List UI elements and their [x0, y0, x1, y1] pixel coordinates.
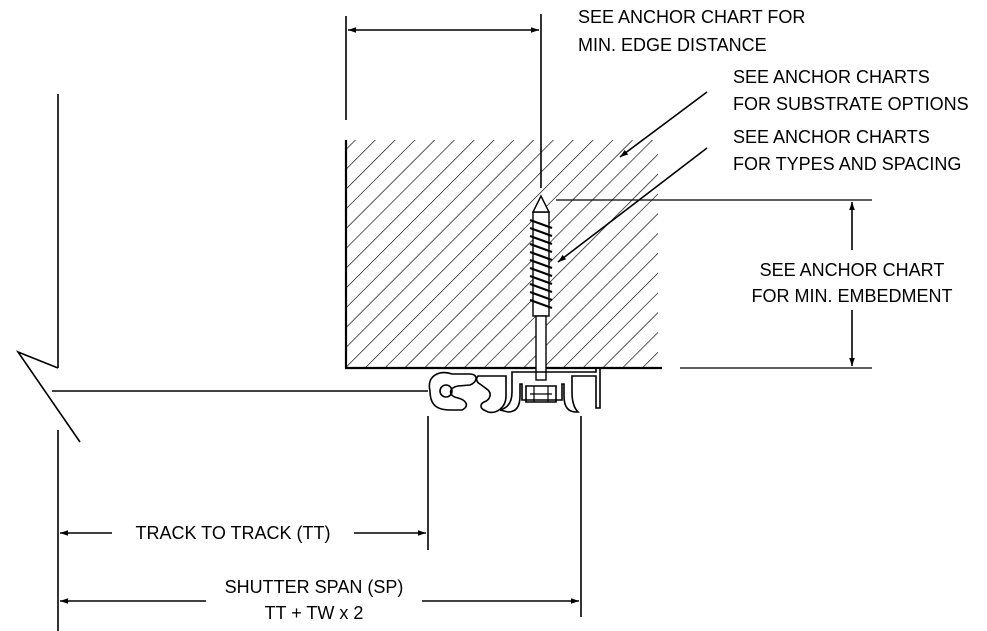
edge-distance-label-1: SEE ANCHOR CHART FOR: [578, 7, 805, 27]
shutter-span-label-1: SHUTTER SPAN (SP): [225, 577, 404, 597]
shutter-span-dimension: [60, 416, 582, 617]
track-to-track-dimension: [60, 416, 429, 550]
types-label-2: FOR TYPES AND SPACING: [733, 154, 961, 174]
substrate-block: [344, 140, 662, 370]
shutter-panel: [15, 94, 428, 631]
substrate-label-2: FOR SUBSTRATE OPTIONS: [733, 94, 969, 114]
embedment-dimension: [556, 199, 872, 369]
track-extrusion: [428, 367, 601, 414]
shutter-span-label-2: TT + TW x 2: [265, 603, 364, 623]
edge-distance-label-2: MIN. EDGE DISTANCE: [578, 35, 767, 55]
embedment-label-1: SEE ANCHOR CHART: [760, 260, 945, 280]
leader-lines: [557, 91, 708, 263]
edge-distance-dimension: [345, 14, 542, 188]
anchor-screw: [529, 194, 553, 381]
embedment-label-2: FOR MIN. EMBEDMENT: [752, 286, 953, 306]
track-to-track-label: TRACK TO TRACK (TT): [135, 523, 330, 543]
types-label-1: SEE ANCHOR CHARTS: [733, 127, 930, 147]
substrate-label-1: SEE ANCHOR CHARTS: [733, 67, 930, 87]
